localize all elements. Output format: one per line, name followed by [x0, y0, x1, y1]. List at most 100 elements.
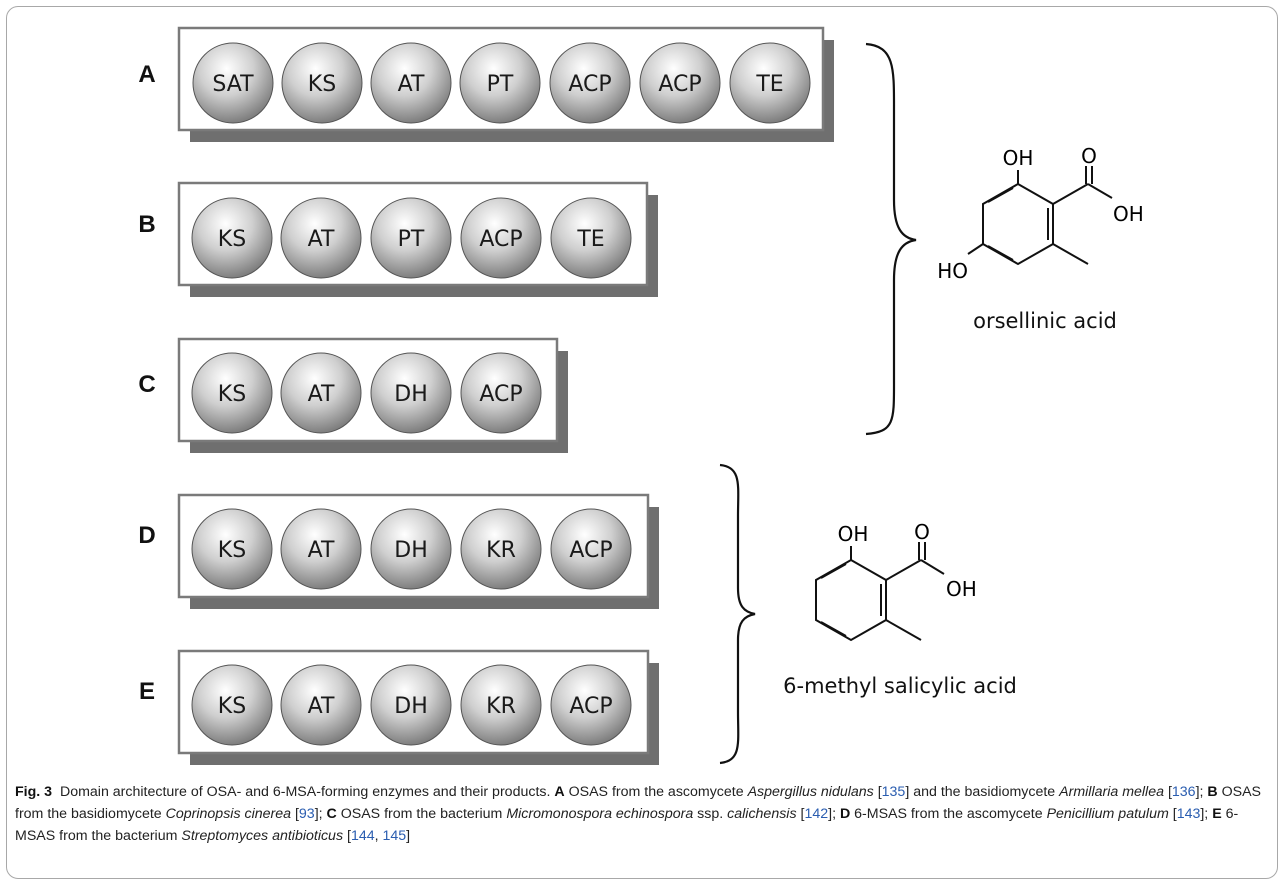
domain-c-3: DH: [370, 352, 452, 434]
enzyme-row-b: B KS AT PT ACP TE: [138, 181, 658, 297]
enzyme-row-d: D KS AT DH KR ACP: [138, 493, 659, 609]
domain-c-1: KS: [191, 352, 273, 434]
caption-organism: Micromonospora echinospora: [506, 806, 694, 822]
domain-a-3: AT: [370, 42, 452, 124]
domain-label: ACP: [569, 538, 612, 563]
caption-text: ssp.: [697, 806, 724, 822]
domain-a-5: ACP: [549, 42, 631, 124]
domain-label: KR: [486, 694, 516, 719]
enzyme-row-e: E KS AT DH KR ACP: [139, 649, 659, 765]
domain-c-4: ACP: [460, 352, 542, 434]
domain-a-1: SAT: [192, 42, 274, 124]
domain-label: KS: [218, 382, 246, 407]
domain-e-3: DH: [370, 664, 452, 746]
caption-text: 6-MSAS from the bacterium: [15, 806, 1239, 844]
msa-oh-top: OH: [838, 522, 869, 546]
enzyme-label-b: B: [138, 211, 155, 238]
caption-organism: Coprinopsis cinerea: [165, 806, 292, 822]
domain-label: ACP: [479, 227, 522, 252]
domain-label: TE: [755, 72, 783, 97]
domain-label: KS: [218, 227, 246, 252]
enzyme-label-a: A: [138, 61, 155, 88]
caption-organism: calichensis: [727, 806, 797, 822]
domain-d-3: DH: [370, 508, 452, 590]
enzyme-label-c: C: [138, 371, 155, 398]
domain-label: AT: [308, 227, 335, 252]
domain-label: PT: [398, 227, 425, 252]
enzyme-label-e: E: [139, 678, 155, 705]
caption-fig-label: Fig. 3: [15, 784, 53, 800]
enzyme-row-a: A SAT KS AT PT ACP ACP TE: [138, 26, 834, 142]
domain-label: DH: [394, 382, 427, 407]
caption-ref-link[interactable]: 135: [881, 784, 906, 800]
domain-label: AT: [398, 72, 425, 97]
domain-label: ACP: [568, 72, 611, 97]
brace-msa: [719, 463, 756, 765]
caption-organism: Streptomyces antibioticus: [181, 828, 344, 844]
domain-d-5: ACP: [550, 508, 632, 590]
caption-text: OSAS from the basidiomycete: [15, 784, 1262, 822]
domain-b-3: PT: [370, 197, 452, 279]
caption-organism: Armillaria mellea: [1059, 784, 1164, 800]
caption-text: OSAS from the ascomycete: [568, 784, 744, 800]
orsellinic-carbonyl-o: O: [1081, 144, 1097, 168]
domain-label: KS: [218, 538, 246, 563]
orsellinic-acid-oh: OH: [1113, 202, 1144, 226]
domain-a-4: PT: [459, 42, 541, 124]
domain-label: TE: [576, 227, 604, 252]
methyl-salicylic-acid-structure: [815, 542, 945, 642]
domain-b-1: KS: [191, 197, 273, 279]
caption-text: 6-MSAS from the ascomycete: [854, 806, 1043, 822]
domain-label: KS: [218, 694, 246, 719]
domain-e-1: KS: [191, 664, 273, 746]
product-name-msa: 6-methyl salicylic acid: [783, 674, 1017, 698]
domain-label: ACP: [479, 382, 522, 407]
enzyme-label-d: D: [138, 522, 155, 549]
domain-label: KR: [486, 538, 516, 563]
domain-label: KS: [308, 72, 336, 97]
caption-letter-b: B: [1207, 784, 1218, 800]
orsellinic-acid-structure: [967, 166, 1113, 266]
domain-a-2: KS: [281, 42, 363, 124]
domain-c-2: AT: [280, 352, 362, 434]
caption-letter-c: C: [326, 806, 337, 822]
domain-label: AT: [308, 382, 335, 407]
domain-label: ACP: [658, 72, 701, 97]
domain-label: AT: [308, 694, 335, 719]
caption-letter-d: D: [839, 806, 851, 822]
domain-label: AT: [308, 538, 335, 563]
domain-label: SAT: [212, 72, 254, 97]
caption-ref-link[interactable]: 93: [298, 806, 315, 822]
caption-ref-link[interactable]: 143: [1176, 806, 1201, 822]
domain-label: ACP: [569, 694, 612, 719]
figure-frame: [6, 6, 1278, 879]
orsellinic-oh-top: OH: [1003, 146, 1034, 170]
domain-label: DH: [394, 538, 427, 563]
msa-acid-oh: OH: [946, 577, 977, 601]
caption-intro: Domain architecture of OSA- and 6-MSA-fo…: [59, 784, 551, 800]
orsellinic-oh-left: HO: [937, 259, 968, 283]
domain-b-5: TE: [550, 197, 632, 279]
caption-organism: Aspergillus nidulans: [747, 784, 874, 800]
domain-b-4: ACP: [460, 197, 542, 279]
domain-d-1: KS: [191, 508, 273, 590]
domain-a-6: ACP: [639, 42, 721, 124]
domain-d-2: AT: [280, 508, 362, 590]
domain-b-2: AT: [280, 197, 362, 279]
domain-label: DH: [394, 694, 427, 719]
caption-ref-link[interactable]: 142: [804, 806, 829, 822]
enzyme-row-c: C KS AT DH ACP: [138, 337, 568, 453]
caption-ref-link[interactable]: 144: [350, 828, 375, 844]
domain-d-4: KR: [460, 508, 542, 590]
caption-text: and the basidiomycete: [913, 784, 1056, 800]
caption-letter-e: E: [1212, 806, 1222, 822]
brace-osa: [865, 42, 917, 436]
caption-ref-link[interactable]: 145: [382, 828, 407, 844]
domain-a-7: TE: [729, 42, 811, 124]
figure-caption: Fig. 3 Domain architecture of OSA- and 6…: [15, 784, 1262, 844]
caption-ref-link[interactable]: 136: [1171, 784, 1196, 800]
product-name-orsellinic: orsellinic acid: [973, 309, 1117, 333]
caption-text: OSAS from the bacterium: [340, 806, 503, 822]
msa-carbonyl-o: O: [914, 520, 930, 544]
